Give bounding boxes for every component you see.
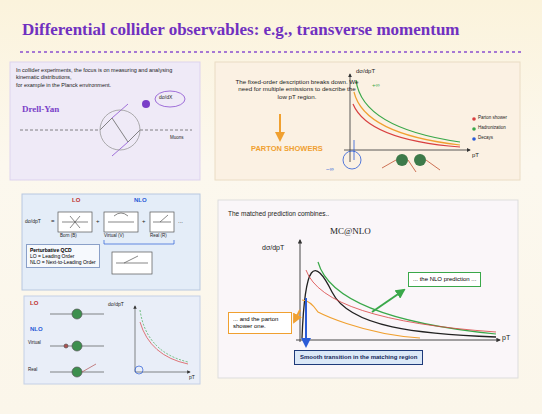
plot-label: Decays xyxy=(478,136,493,141)
plot-label: Born (B) xyxy=(60,234,77,239)
order-panel: LO NLO xyxy=(24,296,200,384)
node-text: The fixed-order description breaks down.… xyxy=(233,78,361,100)
matched-plot xyxy=(294,240,500,346)
plot-label: Muons xyxy=(170,136,184,141)
plot-label: + xyxy=(142,218,146,225)
plot-label: Real (R) xyxy=(150,234,167,239)
node-text: Perturbative QCD xyxy=(30,247,96,253)
callout-box: ... and the parton shower one. xyxy=(228,312,292,334)
definition-box: Perturbative QCDLO = Leading OrderNLO = … xyxy=(26,244,100,268)
slide-title: Differential collider observables: e.g.,… xyxy=(22,20,460,40)
plot-label: pT xyxy=(472,152,479,159)
drell-yan-sketch xyxy=(20,91,192,156)
panel-ground xyxy=(218,200,518,378)
order-panel: Perturbative QCDLO = Leading OrderNLO = … xyxy=(22,194,200,290)
node-text: LO = Leading Order xyxy=(30,253,96,259)
plot-label: Hadronization xyxy=(478,126,506,131)
node-text: Drell-Yan xyxy=(22,104,59,115)
plot-label: Real xyxy=(28,368,37,373)
node-text: NLO xyxy=(134,197,147,204)
plot-label: Virtual xyxy=(28,341,41,346)
node-text: MC@NLO xyxy=(330,226,371,237)
panel-ground xyxy=(215,62,520,180)
shower-panel: The fixed-order description breaks down.… xyxy=(215,62,520,180)
node-text: LO xyxy=(30,300,38,307)
plot-label: dσ/dpT xyxy=(25,219,41,225)
plot-label: ... xyxy=(178,218,183,225)
plot-label: pT xyxy=(189,375,195,381)
plot-label: −∞ xyxy=(326,166,334,173)
matching-panel: ... the NLO prediction ... ... and the pa… xyxy=(218,200,518,378)
plot-label: Virtual (V) xyxy=(104,234,124,239)
node-text: ... the NLO prediction ... xyxy=(413,276,476,283)
plot-label: pT xyxy=(502,334,510,342)
node-text: Smooth transition in the matching region xyxy=(300,354,417,361)
plot-label: dσ/dpT xyxy=(262,244,284,252)
order-sketch xyxy=(50,306,190,377)
plot-label: = xyxy=(51,218,55,225)
callout-box: ... the NLO prediction ... xyxy=(408,272,481,287)
title-rule xyxy=(20,51,522,53)
plot-label: + xyxy=(96,218,100,225)
node-text: The matched prediction combines.. xyxy=(228,210,428,218)
panel-ground xyxy=(10,62,200,180)
plot-label: dσ/dpT xyxy=(356,68,375,75)
panel-ground xyxy=(22,194,200,290)
node-text: for example in the Planck environment. xyxy=(16,82,194,89)
callout-box: Smooth transition in the matching region xyxy=(294,350,423,365)
plot-label: Parton shower xyxy=(478,116,507,121)
node-text: In collider experiments, the focus is on… xyxy=(16,67,194,80)
intro-panel: In collider experiments, the focus is on… xyxy=(10,62,200,180)
plot-label: +∞ xyxy=(372,82,380,89)
panel-ground xyxy=(24,296,200,384)
node-text: LO xyxy=(72,197,80,204)
node-text: ... and the parton shower one. xyxy=(233,316,287,330)
node-text: PARTON SHOWERS xyxy=(251,144,323,153)
plot-label: dσ/dX xyxy=(159,95,172,101)
node-text: NLO xyxy=(30,326,43,333)
node-text: NLO = Next-to-Leading Order xyxy=(30,259,96,265)
plot-label: dσ/dpT xyxy=(108,302,124,308)
